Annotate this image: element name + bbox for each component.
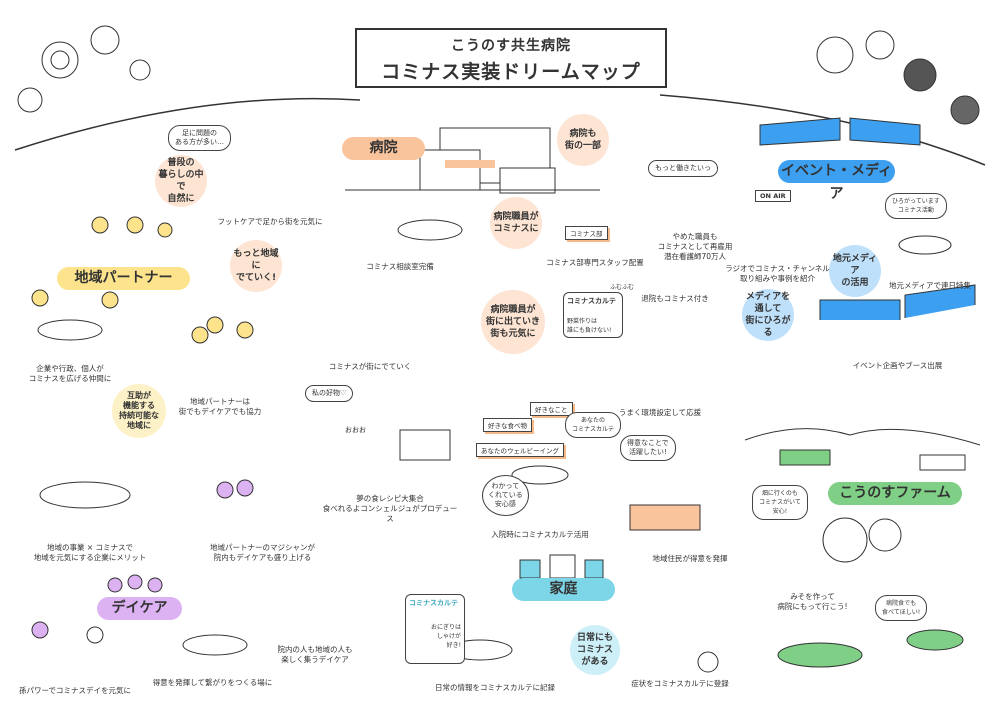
event-tents (759, 117, 976, 320)
caption-rehire: やめた職員も コミナスとして再雇用 潜在看護師70万人 (657, 232, 733, 261)
circle-staff-cominas: 病院職員が コミナスに (490, 197, 542, 249)
bubble-hospital-food: 病院食でも 食べてほしい! (875, 595, 928, 621)
circle-mutual-aid: 互助が 機能する 持続可能な 地域に (112, 384, 166, 438)
caption-consult-room: コミナス相談室完備 (366, 262, 434, 271)
bubble-want-work: もっと働きたいっ (648, 160, 718, 177)
figures-right-decoration (816, 30, 980, 125)
caption-business: 地域の事業 × コミナスで 地域を元気にする企業にメリット (33, 543, 147, 562)
circle-hospital-part-of-town: 病院も 街の一部 (557, 114, 609, 166)
section-label-hospital: 病院 (342, 137, 425, 160)
caption-admission: 入院時にコミナスカルテ活用 (491, 530, 589, 539)
caption-local-media: 地元メディアで連日特集 (889, 281, 971, 290)
circle-go-out: もっと地域に でていく! (230, 240, 282, 292)
caption-magician: 地域パートナーのマジシャンが 院内もデイケアも盛り上げる (210, 543, 315, 562)
sign-cominas-club: コミナス部 (565, 226, 608, 240)
tag-favorite-food: 好きな食べ物 (483, 418, 532, 432)
caption-cooperate: 地域パートナーは 街でもデイケアでも協力 (178, 397, 262, 416)
circle-local-media: 地元メディア の活用 (829, 245, 881, 297)
map-title: コミナス実装ドリームマップ (381, 61, 641, 83)
caption-event: イベント企画やブース出展 (852, 361, 943, 370)
bubble-favorite: 私の好物♡ (305, 385, 354, 402)
section-label-home: 家庭 (512, 578, 615, 601)
caption-footcare: フットケアで足から街を元気に (217, 217, 323, 226)
bubble-your-karte: あなたの コミナスカルテ (565, 412, 622, 438)
home-karte-card: コミナスカルテ おにぎりは しゃけが 好き! (405, 594, 465, 664)
card-title: コミナスカルテ (409, 599, 458, 607)
caption-miso: みそを作って 病院にもって行こう! (777, 592, 848, 611)
food-stall (399, 429, 701, 531)
hospital-name: こうのす共生病院 (451, 38, 571, 54)
hospital-building (345, 127, 600, 194)
caption-out-to-town: コミナスが街にでていく (328, 362, 412, 371)
tag-likes: 好きなこと (530, 402, 573, 416)
caption-radio: ラジオでコミナス・チャンネル 取り組みや事例を紹介 (725, 264, 830, 283)
partner-people (31, 216, 254, 344)
daycare-people (31, 479, 254, 644)
caption-discharge: 退院もコミナス付き (641, 294, 709, 303)
bubble-farm-safe: 畑に行くのも コミナスがいて 安心! (752, 485, 808, 520)
caption-grandchild: 孫パワーでコミナスデイを元気に (18, 686, 132, 695)
sfx-fumufumu: ふむふむ (610, 284, 635, 291)
title-box: こうのす共生病院 コミナス実装ドリームマップ (355, 28, 667, 88)
caption-recipe: 夢の食レシピ大集合 食べれるよコンシェルジュがプロデュース (322, 494, 458, 523)
caption-staff: コミナス部専門スタッフ配置 (546, 258, 644, 267)
farm-scenery (744, 428, 981, 668)
caption-companions: 企業や行政、個人が コミナスを広げる仲間に (28, 364, 112, 383)
section-label-media: イベント・メディア (778, 160, 895, 202)
section-label-daycare: デイケア (97, 597, 182, 620)
caption-gather: 院内の人も地域の人も 楽しく集うデイケア (277, 645, 353, 664)
bubble-spreading: ひろがっています コミナス活動 (885, 193, 947, 219)
caption-record: 日常の情報をコミナスカルテに記録 (435, 683, 555, 692)
section-label-partner: 地域パートナー (57, 267, 190, 290)
caption-residents: 地域住民が得意を発揮 (652, 554, 728, 563)
home-houses (519, 554, 719, 673)
circle-staff-to-town: 病院職員が 街に出ていき 街も元気に (481, 290, 545, 354)
on-air-sign: ON AIR (755, 190, 791, 202)
card-title: コミナスカルテ (567, 297, 616, 305)
bubble-skill: 得意なことで 活躍したい! (620, 435, 676, 461)
circle-spread: メディアを 通して 街にひろがる (742, 289, 794, 341)
bubble-relief: わかって くれている 安心感 (482, 475, 529, 516)
flowers-decoration (17, 25, 151, 113)
bubble-feet-problem: 足に問題の ある方が多い… (168, 125, 231, 151)
tag-wellbeing: あなたのウェルビーイング (476, 443, 564, 457)
caption-support: うまく環境設定して応援 (618, 408, 702, 417)
caption-symptom: 症状をコミナスカルテに登録 (631, 679, 729, 688)
circle-daily-life: 普段の 暮らしの中で 自然に (155, 155, 207, 207)
card-text: おにぎりは しゃけが 好き! (430, 624, 461, 649)
cominas-karte-card: コミナスカルテ 野菜作りは 誰にも負けない! (563, 292, 623, 338)
sfx-ooo: おおお (345, 426, 366, 434)
section-label-farm: こうのすファーム (828, 482, 962, 505)
hillside-left (14, 97, 361, 151)
card-text: 野菜作りは 誰にも負けない! (567, 318, 612, 334)
circle-everyday: 日常にも コミナス がある (570, 625, 620, 675)
caption-connect: 得意を発揮して繋がりをつくる場に (152, 678, 273, 687)
